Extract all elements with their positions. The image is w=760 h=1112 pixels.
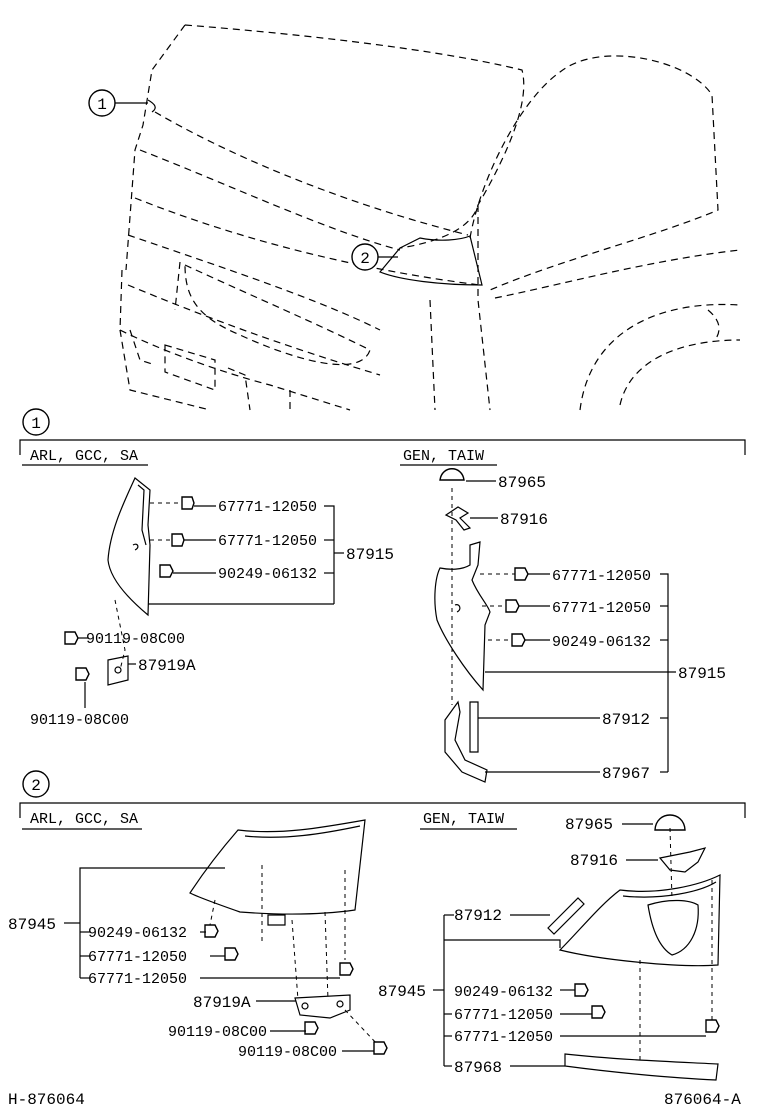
cab-callout-1: 1 [88, 89, 148, 117]
s2-right-clip-b-label: 67771-12050 [454, 1029, 553, 1046]
s1-right-clip-a-label: 67771-12050 [552, 568, 651, 585]
s1-right-arm-label: 87916 [500, 511, 548, 529]
s1-right-pad-label: 87912 [602, 711, 650, 729]
s2-right-cap-label: 87965 [565, 816, 613, 834]
s1-left-clip-a-label: 67771-12050 [218, 499, 317, 516]
s2-right-garnish-drawing [547, 814, 721, 1081]
s1-right-cap-label: 87965 [498, 474, 546, 492]
section-2-right-title: GEN, TAIW [423, 811, 504, 828]
s2-left-bolt-a-label: 90119-08C00 [168, 1024, 267, 1041]
s2-left-bolt-b-label: 90119-08C00 [238, 1044, 337, 1061]
s2-left-bracket-label: 87919A [193, 994, 251, 1012]
s2-left-clip-a-label: 67771-12050 [88, 949, 187, 966]
s2-right-arm-label: 87916 [570, 852, 618, 870]
section-2-callout [22, 770, 50, 798]
s1-right-fasteners [480, 567, 529, 647]
footer-left-code: H-876064 [8, 1091, 85, 1109]
s2-right-screw-label: 90249-06132 [454, 984, 553, 1001]
s1-right-garnish-drawing [434, 468, 491, 783]
s2-right-fasteners [574, 983, 720, 1033]
s1-left-bolt-b-label: 90119-08C00 [30, 712, 129, 729]
s2-right-strip-label: 87968 [454, 1059, 502, 1077]
s1-right-clip-b-label: 67771-12050 [552, 600, 651, 617]
s2-left-clip-b-label: 67771-12050 [88, 971, 187, 988]
s2-left-screw-label: 90249-06132 [88, 925, 187, 942]
svg-text:1: 1 [97, 96, 107, 114]
s1-right-strip-label: 87967 [602, 765, 650, 783]
s1-right-screw-label: 90249-06132 [552, 634, 651, 651]
s1-left-fasteners [64, 496, 195, 681]
s1-left-group-label: 87915 [346, 546, 394, 564]
truck-cab-illustration [119, 24, 741, 411]
section-2-left-title: ARL, GCC, SA [30, 811, 138, 828]
footer-right-code: 876064-A [664, 1091, 741, 1109]
section-1-right-title: GEN, TAIW [403, 448, 484, 465]
s2-right-leaders [433, 823, 706, 1067]
section-1-left-title: ARL, GCC, SA [30, 448, 138, 465]
section-1-callout [22, 408, 50, 436]
section-2-number: 2 [31, 777, 41, 795]
section-1: 1 ARL, GCC, SA GEN, TAIW [19, 408, 746, 783]
s1-right-leaders [466, 480, 676, 773]
s2-left-leaders [64, 867, 374, 1052]
s2-left-group-label: 87945 [8, 916, 56, 934]
s1-left-leaders [78, 505, 344, 708]
s1-left-screw-label: 90249-06132 [218, 566, 317, 583]
section-2: 2 ARL, GCC, SA GEN, TAIW [8, 770, 746, 1081]
s2-left-garnish-drawing [189, 819, 379, 1046]
section-1-number: 1 [31, 415, 41, 433]
svg-text:2: 2 [360, 250, 370, 268]
s2-right-clip-a-label: 67771-12050 [454, 1007, 553, 1024]
cab-callout-2: 2 [351, 243, 398, 271]
s1-left-bracket-label: 87919A [138, 657, 196, 675]
s1-left-garnish-drawing [107, 477, 151, 686]
s2-right-pad-label: 87912 [454, 907, 502, 925]
s2-left-fasteners [204, 924, 388, 1055]
s2-right-group-label: 87945 [378, 983, 426, 1001]
s1-left-clip-b-label: 67771-12050 [218, 533, 317, 550]
s1-left-bolt-a-label: 90119-08C00 [86, 631, 185, 648]
s1-right-group-label: 87915 [678, 665, 726, 683]
